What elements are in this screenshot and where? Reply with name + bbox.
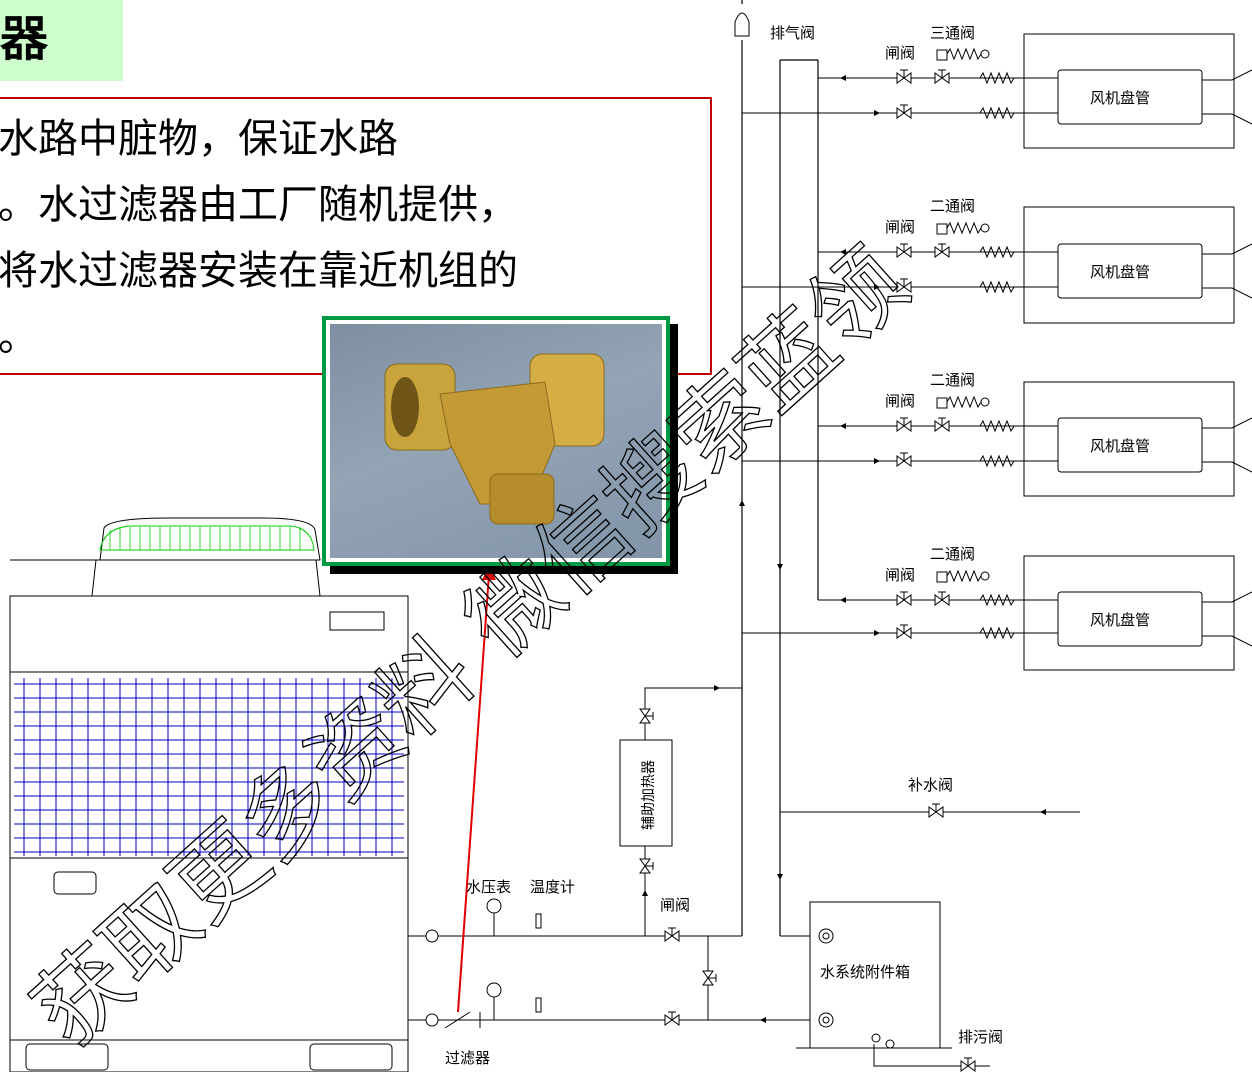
coil-grid <box>14 678 404 856</box>
fan-coil-unit-4: 风机盘管 <box>1023 555 1252 671</box>
y-strainer-image <box>384 353 605 525</box>
exhaust-valve-label: 排气阀 <box>770 24 815 42</box>
water-accessory-box <box>796 901 990 1072</box>
filter-pointer-arrow <box>457 573 490 1013</box>
branch-row-1 <box>742 48 1058 119</box>
fan-coil-unit-1: 风机盘管 <box>1023 33 1252 149</box>
fan-coil-label-2: 风机盘管 <box>1090 263 1150 281</box>
gate-valve-label-4: 闸阀 <box>885 566 915 584</box>
page-title: 器 <box>0 11 49 67</box>
gate-valve-label-5: 闸阀 <box>660 896 690 914</box>
fan-coil-unit-3: 风机盘管 <box>1023 381 1252 497</box>
y-strainer-photo <box>322 316 670 566</box>
aux-heater-label: 辅助加热器 <box>641 760 657 830</box>
description-line-1: 水路中脏物，保证水路 <box>0 116 398 162</box>
fan-coil-label-4: 风机盘管 <box>1090 611 1150 629</box>
description-line-3: 将水过滤器安装在靠近机组的 <box>0 248 518 294</box>
branch-row-4 <box>742 570 1058 639</box>
two-way-valve-label-3: 二通阀 <box>930 545 975 563</box>
description-line-4: 。 <box>0 314 38 360</box>
bottom-piping <box>408 898 812 1029</box>
two-way-valve-label-2: 二通阀 <box>930 371 975 389</box>
aux-heater <box>619 685 742 936</box>
fan-coil-label-1: 风机盘管 <box>1090 89 1150 107</box>
pressure-gauge-label: 水压表 <box>466 878 511 896</box>
branch-row-3 <box>742 396 1058 467</box>
branch-row-2 <box>742 222 1058 293</box>
outdoor-unit <box>9 517 409 1072</box>
gate-valve-label-1: 闸阀 <box>885 44 915 62</box>
fan-coil-unit-2: 风机盘管 <box>1023 206 1252 324</box>
makeup-water-line <box>780 803 1080 818</box>
gate-valve-label-2: 闸阀 <box>885 218 915 236</box>
thermometer-label: 温度计 <box>530 878 575 896</box>
supply-riser <box>734 0 819 936</box>
description-line-2: 。水过滤器由工厂随机提供， <box>0 182 518 228</box>
gate-valve-label-3: 闸阀 <box>885 392 915 410</box>
makeup-valve-label: 补水阀 <box>908 776 953 794</box>
description-box: 水路中脏物，保证水路 。水过滤器由工厂随机提供， 将水过滤器安装在靠近机组的 。 <box>0 97 712 375</box>
two-way-valve-label-1: 二通阀 <box>930 197 975 215</box>
fan-coil-label-3: 风机盘管 <box>1090 437 1150 455</box>
three-way-valve-label: 三通阀 <box>930 24 975 42</box>
accessory-box-label: 水系统附件箱 <box>820 963 910 981</box>
title-highlight: 器 <box>0 0 123 81</box>
filter-label: 过滤器 <box>445 1049 490 1067</box>
drain-valve-label: 排污阀 <box>958 1028 1003 1046</box>
